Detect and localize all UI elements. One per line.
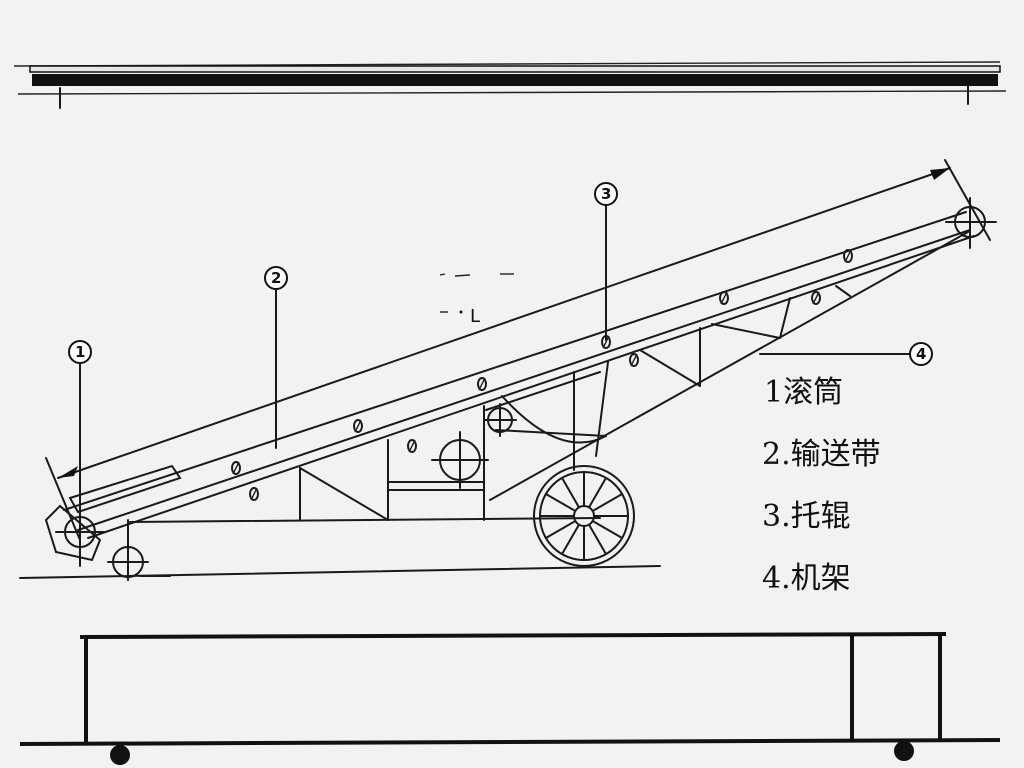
idler-roller <box>719 291 729 305</box>
wheel-spoke <box>561 523 580 556</box>
wheel-spoke <box>591 520 624 539</box>
dimension-label: L <box>470 306 480 327</box>
wheel-spoke <box>588 476 607 509</box>
foot-wheel-right <box>894 741 914 761</box>
bottom-frame <box>19 632 1001 765</box>
idler-roller <box>811 291 821 305</box>
front-support-wheel <box>107 519 149 581</box>
callout-4: 4 <box>909 342 933 366</box>
legend: 1滚筒 2.输送带 3.托辊 4.机架 <box>762 375 881 596</box>
svg-text:3: 3 <box>601 185 611 203</box>
top-frame-bar <box>13 61 1007 109</box>
svg-text:1: 1 <box>75 343 85 361</box>
wheel-spoke <box>544 493 577 512</box>
svg-text:4: 4 <box>916 345 926 363</box>
dimension-L: L <box>45 159 991 541</box>
truss-frame <box>129 231 969 523</box>
callout-2: 2 <box>264 266 288 290</box>
idler-roller <box>231 461 241 475</box>
conveyor-belt <box>63 211 975 539</box>
svg-text:2: 2 <box>271 269 281 287</box>
idler-roller <box>843 249 853 263</box>
legend-item-frame: 4.机架 <box>762 561 851 596</box>
head-pulley <box>945 197 997 249</box>
legend-item-idler: 3.托辊 <box>762 499 851 534</box>
legend-item-belt: 2.输送带 <box>762 437 881 472</box>
legend-item-drum: 1滚筒 <box>764 375 843 410</box>
idler-roller <box>407 439 417 453</box>
tail-pulley <box>44 504 105 562</box>
idler-roller <box>629 353 639 367</box>
wheel-spoke <box>588 523 607 556</box>
wheel-spoke <box>561 476 580 509</box>
callout-3: 3 <box>594 182 618 206</box>
idler-roller <box>249 487 259 501</box>
wheel-spoke <box>591 493 624 512</box>
leader-lines <box>79 205 911 567</box>
spoked-wheel <box>533 465 635 567</box>
callout-1: 1 <box>68 340 92 364</box>
wheel-spoke <box>544 520 577 539</box>
idler-roller <box>477 377 487 391</box>
foot-wheel-left <box>110 745 130 765</box>
drive-pulley <box>431 403 517 489</box>
idler-roller <box>353 419 363 433</box>
